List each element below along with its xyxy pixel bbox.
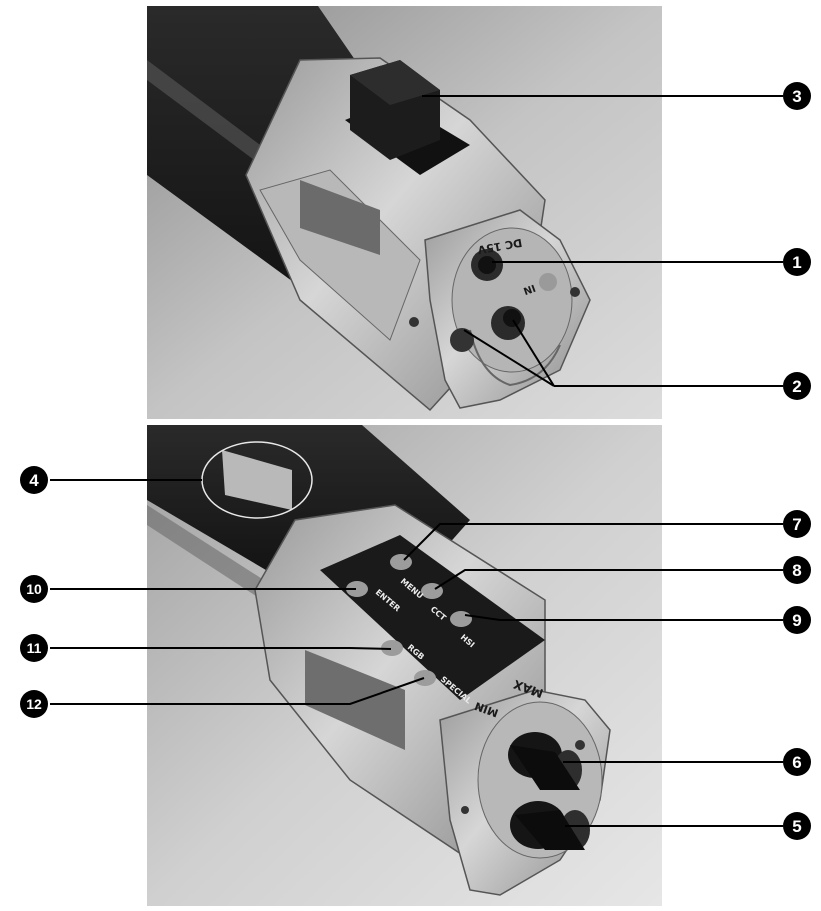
svg-text:12: 12 [26,696,42,712]
svg-text:7: 7 [792,515,801,534]
callout-badge-8: 8 [783,556,811,584]
svg-text:5: 5 [792,817,801,836]
special-button [414,670,436,686]
end-cap-top: DC 15V IN [409,209,591,409]
leader-line-2a [463,329,555,387]
leader-line-12 [50,677,425,705]
callout-badge-11: 11 [20,634,48,662]
in-label: IN [522,282,537,296]
callout-badge-4: 4 [20,466,48,494]
svg-text:1: 1 [792,253,801,272]
svg-text:4: 4 [29,471,39,490]
hsi-button [450,611,472,627]
leader-line-8 [434,569,783,590]
side-socket [450,328,474,352]
power-switch [345,60,470,175]
svg-text:9: 9 [792,611,801,630]
callout-badge-2: 2 [783,372,811,400]
svg-text:6: 6 [792,753,801,772]
min-knob [510,801,590,850]
leader-line-11 [50,647,392,650]
callout-badge-3: 3 [783,82,811,110]
svg-text:11: 11 [27,640,42,656]
slot-top [300,180,380,255]
slot-bottom [305,650,405,750]
callout-badge-12: 12 [20,690,48,718]
callout-badge-7: 7 [783,510,811,538]
display-window [222,450,292,510]
max-knob [508,732,582,790]
top-photo: DC 15V IN [147,6,662,419]
screw-icon [409,317,419,327]
screw-icon [461,806,469,814]
screw-icon [570,287,580,297]
button-panel [320,535,545,700]
svg-text:3: 3 [792,87,801,106]
leader-line-2b [512,319,555,387]
screw-icon [539,273,557,291]
callout-badge-9: 9 [783,606,811,634]
leader-line-9 [464,614,783,621]
svg-text:8: 8 [792,561,801,580]
enter-button [346,581,368,597]
leader-lines [50,95,783,827]
callout-badge-10: 10 [20,575,48,603]
callout-badge-5: 5 [783,812,811,840]
callout-badge-1: 1 [783,248,811,276]
screw-icon [575,740,585,750]
callout-badges: 1 2 3 4 5 6 7 8 [20,82,811,840]
end-cap-bottom: MIN MAX [439,677,611,896]
leader-line-7 [403,523,783,561]
svg-text:10: 10 [26,581,42,597]
rgb-button [381,640,403,656]
svg-text:2: 2 [792,377,801,396]
callout-badge-6: 6 [783,748,811,776]
bottom-photo: MENU CCT HSI ENTER RGB SPECIAL MIN MAX [147,425,662,906]
